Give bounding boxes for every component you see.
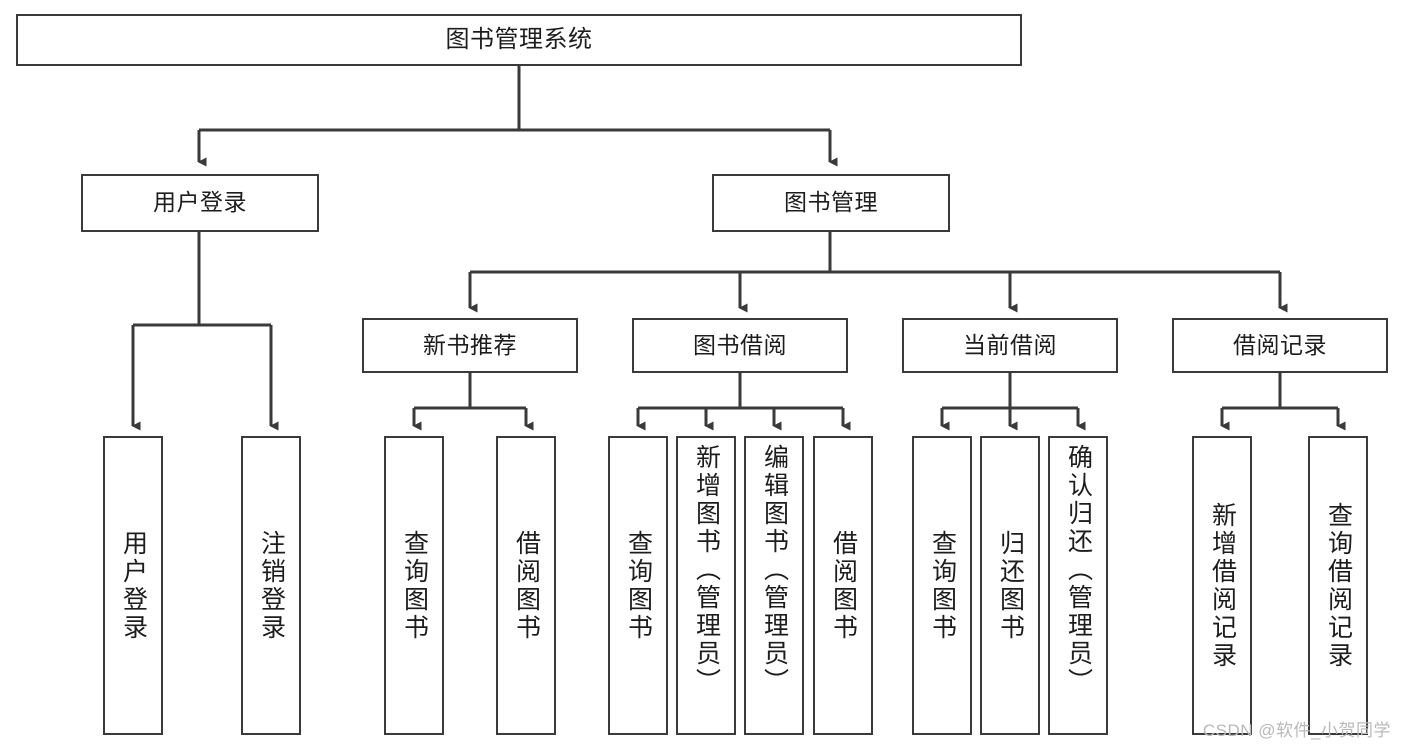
node-user-login[interactable]: 用户登录 [81, 174, 319, 232]
node-leaf-logout[interactable]: 注销登录 [241, 436, 301, 735]
node-root[interactable]: 图书管理系统 [16, 14, 1022, 66]
node-leaf-user-login-label: 用户登录 [119, 529, 148, 642]
node-leaf-query-record[interactable]: 查询借阅记录 [1308, 436, 1368, 735]
node-leaf-return-book[interactable]: 归还图书 [980, 436, 1040, 735]
node-leaf-query-book-3-label: 查询图书 [928, 529, 957, 642]
node-book-borrow[interactable]: 图书借阅 [632, 318, 848, 373]
node-book-manage[interactable]: 图书管理 [712, 174, 950, 232]
node-leaf-query-book-2[interactable]: 查询图书 [608, 436, 668, 735]
node-leaf-add-record[interactable]: 新增借阅记录 [1192, 436, 1252, 735]
node-leaf-return-book-label: 归还图书 [996, 529, 1025, 642]
node-book-borrow-label: 图书借阅 [693, 331, 787, 358]
node-user-login-label: 用户登录 [153, 189, 247, 216]
node-leaf-borrow-book-1-label: 借阅图书 [512, 529, 541, 642]
node-leaf-add-book[interactable]: 新增图书（管理员） [676, 436, 736, 735]
node-book-manage-label: 图书管理 [784, 189, 878, 216]
watermark-text: CSDN @软件_小贺同学 [1202, 721, 1391, 740]
node-leaf-confirm-return-label: 确认归还（管理员） [1064, 444, 1093, 696]
node-new-book-recommend-label: 新书推荐 [423, 331, 517, 358]
node-leaf-user-login[interactable]: 用户登录 [103, 436, 163, 735]
node-borrow-record-label: 借阅记录 [1233, 331, 1327, 358]
node-leaf-query-book-1[interactable]: 查询图书 [384, 436, 444, 735]
node-leaf-edit-book[interactable]: 编辑图书（管理员） [744, 436, 804, 735]
node-leaf-add-record-label: 新增借阅记录 [1208, 501, 1237, 670]
node-new-book-recommend[interactable]: 新书推荐 [362, 318, 578, 373]
node-leaf-query-book-1-label: 查询图书 [400, 529, 429, 642]
node-current-borrow[interactable]: 当前借阅 [902, 318, 1118, 373]
node-leaf-confirm-return[interactable]: 确认归还（管理员） [1048, 436, 1108, 735]
node-leaf-add-book-label: 新增图书（管理员） [692, 444, 721, 696]
node-leaf-query-record-label: 查询借阅记录 [1324, 501, 1353, 670]
node-current-borrow-label: 当前借阅 [963, 331, 1057, 358]
node-leaf-query-book-3[interactable]: 查询图书 [912, 436, 972, 735]
node-leaf-query-book-2-label: 查询图书 [624, 529, 653, 642]
node-leaf-borrow-book-2-label: 借阅图书 [829, 529, 858, 642]
node-leaf-borrow-book-2[interactable]: 借阅图书 [813, 436, 873, 735]
node-leaf-borrow-book-1[interactable]: 借阅图书 [496, 436, 556, 735]
node-leaf-logout-label: 注销登录 [257, 529, 286, 642]
node-root-label: 图书管理系统 [445, 25, 593, 53]
node-borrow-record[interactable]: 借阅记录 [1172, 318, 1388, 373]
node-leaf-edit-book-label: 编辑图书（管理员） [760, 444, 789, 696]
